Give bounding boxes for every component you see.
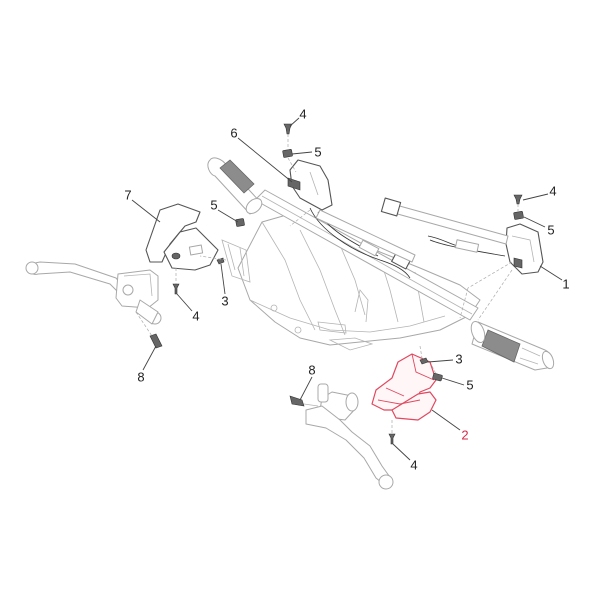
part-1-right-switch xyxy=(380,197,544,275)
handlebar-frame xyxy=(221,213,481,351)
part-2-right-guard-highlighted xyxy=(371,353,437,421)
left-brake-lever xyxy=(25,261,163,349)
assembly-guide-lines xyxy=(135,134,519,434)
callout-8-left: 8 xyxy=(137,369,145,385)
callout-6: 6 xyxy=(230,125,238,141)
left-grip xyxy=(207,157,263,215)
callout-5-left: 5 xyxy=(210,197,218,213)
callout-4-left: 4 xyxy=(192,308,200,324)
callout-leader-lines xyxy=(131,117,563,461)
right-brake-lever xyxy=(289,383,394,490)
callout-1: 1 xyxy=(562,276,570,292)
callout-3-bottom: 3 xyxy=(455,351,463,367)
part-6-left-switch xyxy=(287,159,416,279)
right-grip xyxy=(470,320,555,371)
callout-4-bottom: 4 xyxy=(410,457,418,473)
callout-8-bottom: 8 xyxy=(308,362,316,378)
callout-4-top: 4 xyxy=(299,106,307,122)
callout-2-highlighted: 2 xyxy=(461,427,469,443)
callout-3-left: 3 xyxy=(221,293,229,309)
part-7-left-guard xyxy=(145,203,219,271)
callout-5-top: 5 xyxy=(314,144,322,160)
callout-5-bottom: 5 xyxy=(466,377,474,393)
fasteners xyxy=(172,123,524,445)
callout-4-right: 4 xyxy=(549,183,557,199)
callout-7: 7 xyxy=(124,187,132,203)
callout-5-right: 5 xyxy=(547,222,555,238)
